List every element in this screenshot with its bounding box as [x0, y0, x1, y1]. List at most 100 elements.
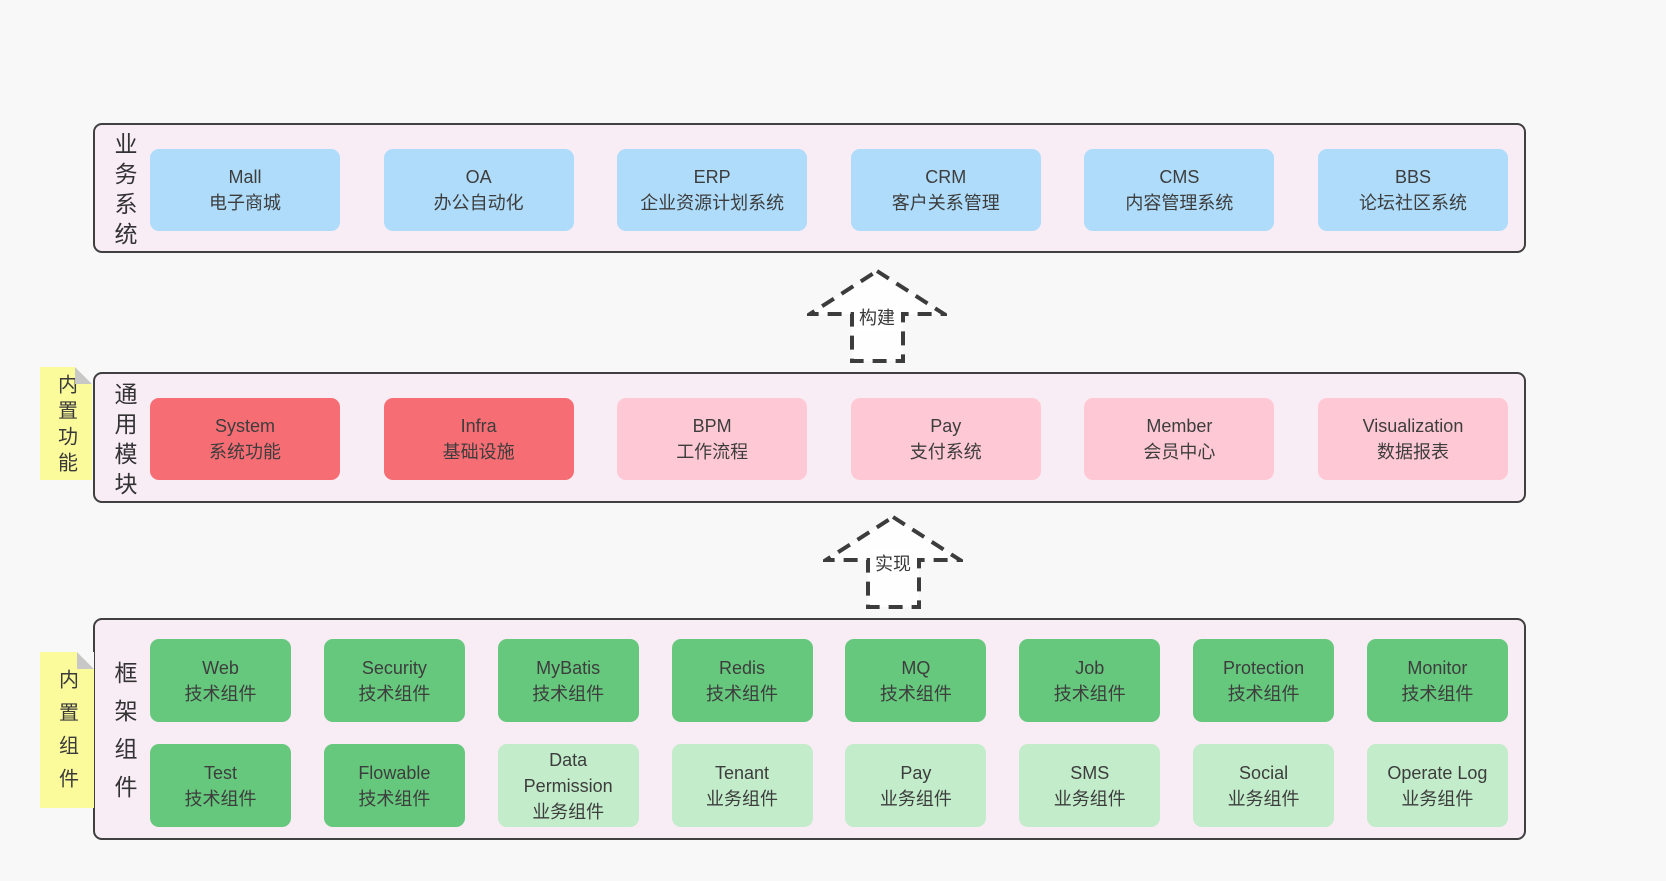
box-flowable: Flowable 技术组件: [323, 744, 465, 827]
box-data-permission: Data Permission 业务组件: [497, 744, 639, 827]
box-subtitle: 技术组件: [184, 788, 257, 809]
box-subtitle: 论坛社区系统: [1358, 193, 1467, 213]
box-subtitle: 技术组件: [358, 788, 431, 809]
framework-box-row-2: Test 技术组件 Flowable 技术组件 Data Permission …: [150, 744, 1508, 827]
box-subtitle: 系统功能: [209, 442, 281, 462]
box-redis: Redis 技术组件: [671, 639, 813, 722]
box-title: Social: [1239, 762, 1289, 783]
box-protection: Protection 技术组件: [1193, 639, 1335, 722]
box-title: Web: [202, 657, 239, 678]
box-subtitle: 业务组件: [532, 801, 605, 822]
box-system: System 系统功能: [150, 398, 340, 480]
box-crm: CRM 客户关系管理: [850, 149, 1041, 231]
box-operate-log: Operate Log 业务组件: [1366, 744, 1508, 827]
box-web: Web 技术组件: [150, 639, 291, 722]
box-subtitle: 业务组件: [1053, 788, 1126, 809]
note-text: 内置组件: [55, 669, 78, 801]
box-test: Test 技术组件: [150, 744, 291, 827]
box-security: Security 技术组件: [323, 639, 465, 722]
box-subtitle: 会员中心: [1143, 442, 1216, 462]
box-title: Protection: [1223, 657, 1305, 678]
box-subtitle: 业务组件: [879, 788, 952, 809]
box-subtitle: 内容管理系统: [1125, 193, 1234, 213]
box-erp: ERP 企业资源计划系统: [617, 149, 808, 231]
box-subtitle: 技术组件: [1401, 683, 1474, 704]
box-mybatis: MyBatis 技术组件: [497, 639, 639, 722]
box-pay-system: Pay 支付系统: [850, 398, 1041, 480]
box-sms: SMS 业务组件: [1019, 744, 1161, 827]
box-title: MyBatis: [536, 657, 601, 678]
box-title: Redis: [719, 657, 766, 678]
box-title: OA: [465, 167, 492, 187]
box-pay-component: Pay 业务组件: [845, 744, 987, 827]
framework-box-row-1: Web 技术组件 Security 技术组件 MyBatis 技术组件 Redi…: [150, 639, 1508, 722]
framework-panel-label: 框架组件: [111, 661, 137, 813]
box-subtitle: 技术组件: [1227, 683, 1300, 704]
box-subtitle: 工作流程: [676, 442, 749, 462]
box-subtitle: 技术组件: [358, 683, 431, 704]
box-title: Infra: [460, 416, 497, 436]
box-title: System: [214, 416, 275, 436]
box-subtitle: 技术组件: [706, 683, 779, 704]
box-subtitle: 办公自动化: [433, 193, 524, 213]
business-box-row: Mall 电子商城 OA 办公自动化 ERP 企业资源计划系统 CRM 客户关系…: [150, 149, 1508, 231]
box-subtitle: 业务组件: [1227, 788, 1300, 809]
box-subtitle: 客户关系管理: [891, 193, 1000, 213]
box-title: Monitor: [1407, 657, 1468, 678]
box-subtitle: 基础设施: [442, 442, 515, 462]
box-title: Flowable: [358, 762, 431, 783]
business-panel-label: 业务系统: [111, 132, 137, 252]
box-oa: OA 办公自动化: [383, 149, 574, 231]
box-title: ERP: [693, 167, 731, 187]
box-title: Pay: [930, 416, 962, 436]
box-title: SMS: [1070, 762, 1110, 783]
box-subtitle: 技术组件: [184, 683, 257, 704]
box-title: Data Permission: [523, 749, 613, 796]
box-subtitle: 电子商城: [209, 193, 281, 213]
build-arrow: 构建: [807, 268, 947, 364]
box-title: Mall: [228, 167, 262, 187]
sticky-note-built-in-components: 内置组件: [40, 652, 94, 808]
box-mq: MQ 技术组件: [845, 639, 987, 722]
box-cms: CMS 内容管理系统: [1084, 149, 1275, 231]
box-bpm: BPM 工作流程: [617, 398, 808, 480]
box-title: Tenant: [715, 762, 770, 783]
box-title: Job: [1075, 657, 1105, 678]
box-title: CMS: [1159, 167, 1200, 187]
box-visualization: Visualization 数据报表: [1317, 398, 1508, 480]
implement-arrow-label: 实现: [872, 550, 914, 576]
box-subtitle: 数据报表: [1376, 442, 1449, 462]
box-title: Security: [361, 657, 427, 678]
box-subtitle: 技术组件: [1053, 683, 1126, 704]
box-subtitle: 业务组件: [1401, 788, 1474, 809]
build-arrow-label: 构建: [856, 304, 898, 330]
box-job: Job 技术组件: [1019, 639, 1161, 722]
note-text: 内置功能: [54, 374, 77, 478]
box-title: Operate Log: [1387, 762, 1488, 783]
box-subtitle: 企业资源计划系统: [640, 193, 785, 213]
implement-arrow: 实现: [823, 514, 963, 610]
box-subtitle: 技术组件: [532, 683, 605, 704]
box-subtitle: 支付系统: [909, 442, 982, 462]
box-title: Test: [203, 762, 237, 783]
box-title: BBS: [1394, 167, 1431, 187]
box-mall: Mall 电子商城: [150, 149, 340, 231]
box-subtitle: 业务组件: [706, 788, 779, 809]
business-systems-panel: 业务系统 Mall 电子商城 OA 办公自动化 ERP 企业资源计划系统 CRM…: [93, 123, 1526, 253]
box-title: Pay: [900, 762, 932, 783]
box-tenant: Tenant 业务组件: [671, 744, 813, 827]
framework-components-panel: 框架组件 Web 技术组件 Security 技术组件 MyBatis 技术组件…: [93, 618, 1526, 840]
box-monitor: Monitor 技术组件: [1366, 639, 1508, 722]
box-title: Member: [1146, 416, 1213, 436]
box-bbs: BBS 论坛社区系统: [1317, 149, 1508, 231]
sticky-note-built-in-features: 内置功能: [40, 367, 92, 480]
box-title: Visualization: [1362, 416, 1464, 436]
modules-box-row: System 系统功能 Infra 基础设施 BPM 工作流程 Pay 支付系统…: [150, 398, 1508, 480]
box-member: Member 会员中心: [1084, 398, 1275, 480]
box-title: BPM: [692, 416, 732, 436]
box-social: Social 业务组件: [1193, 744, 1335, 827]
box-title: MQ: [901, 657, 931, 678]
box-title: CRM: [925, 167, 967, 187]
box-infra: Infra 基础设施: [383, 398, 574, 480]
